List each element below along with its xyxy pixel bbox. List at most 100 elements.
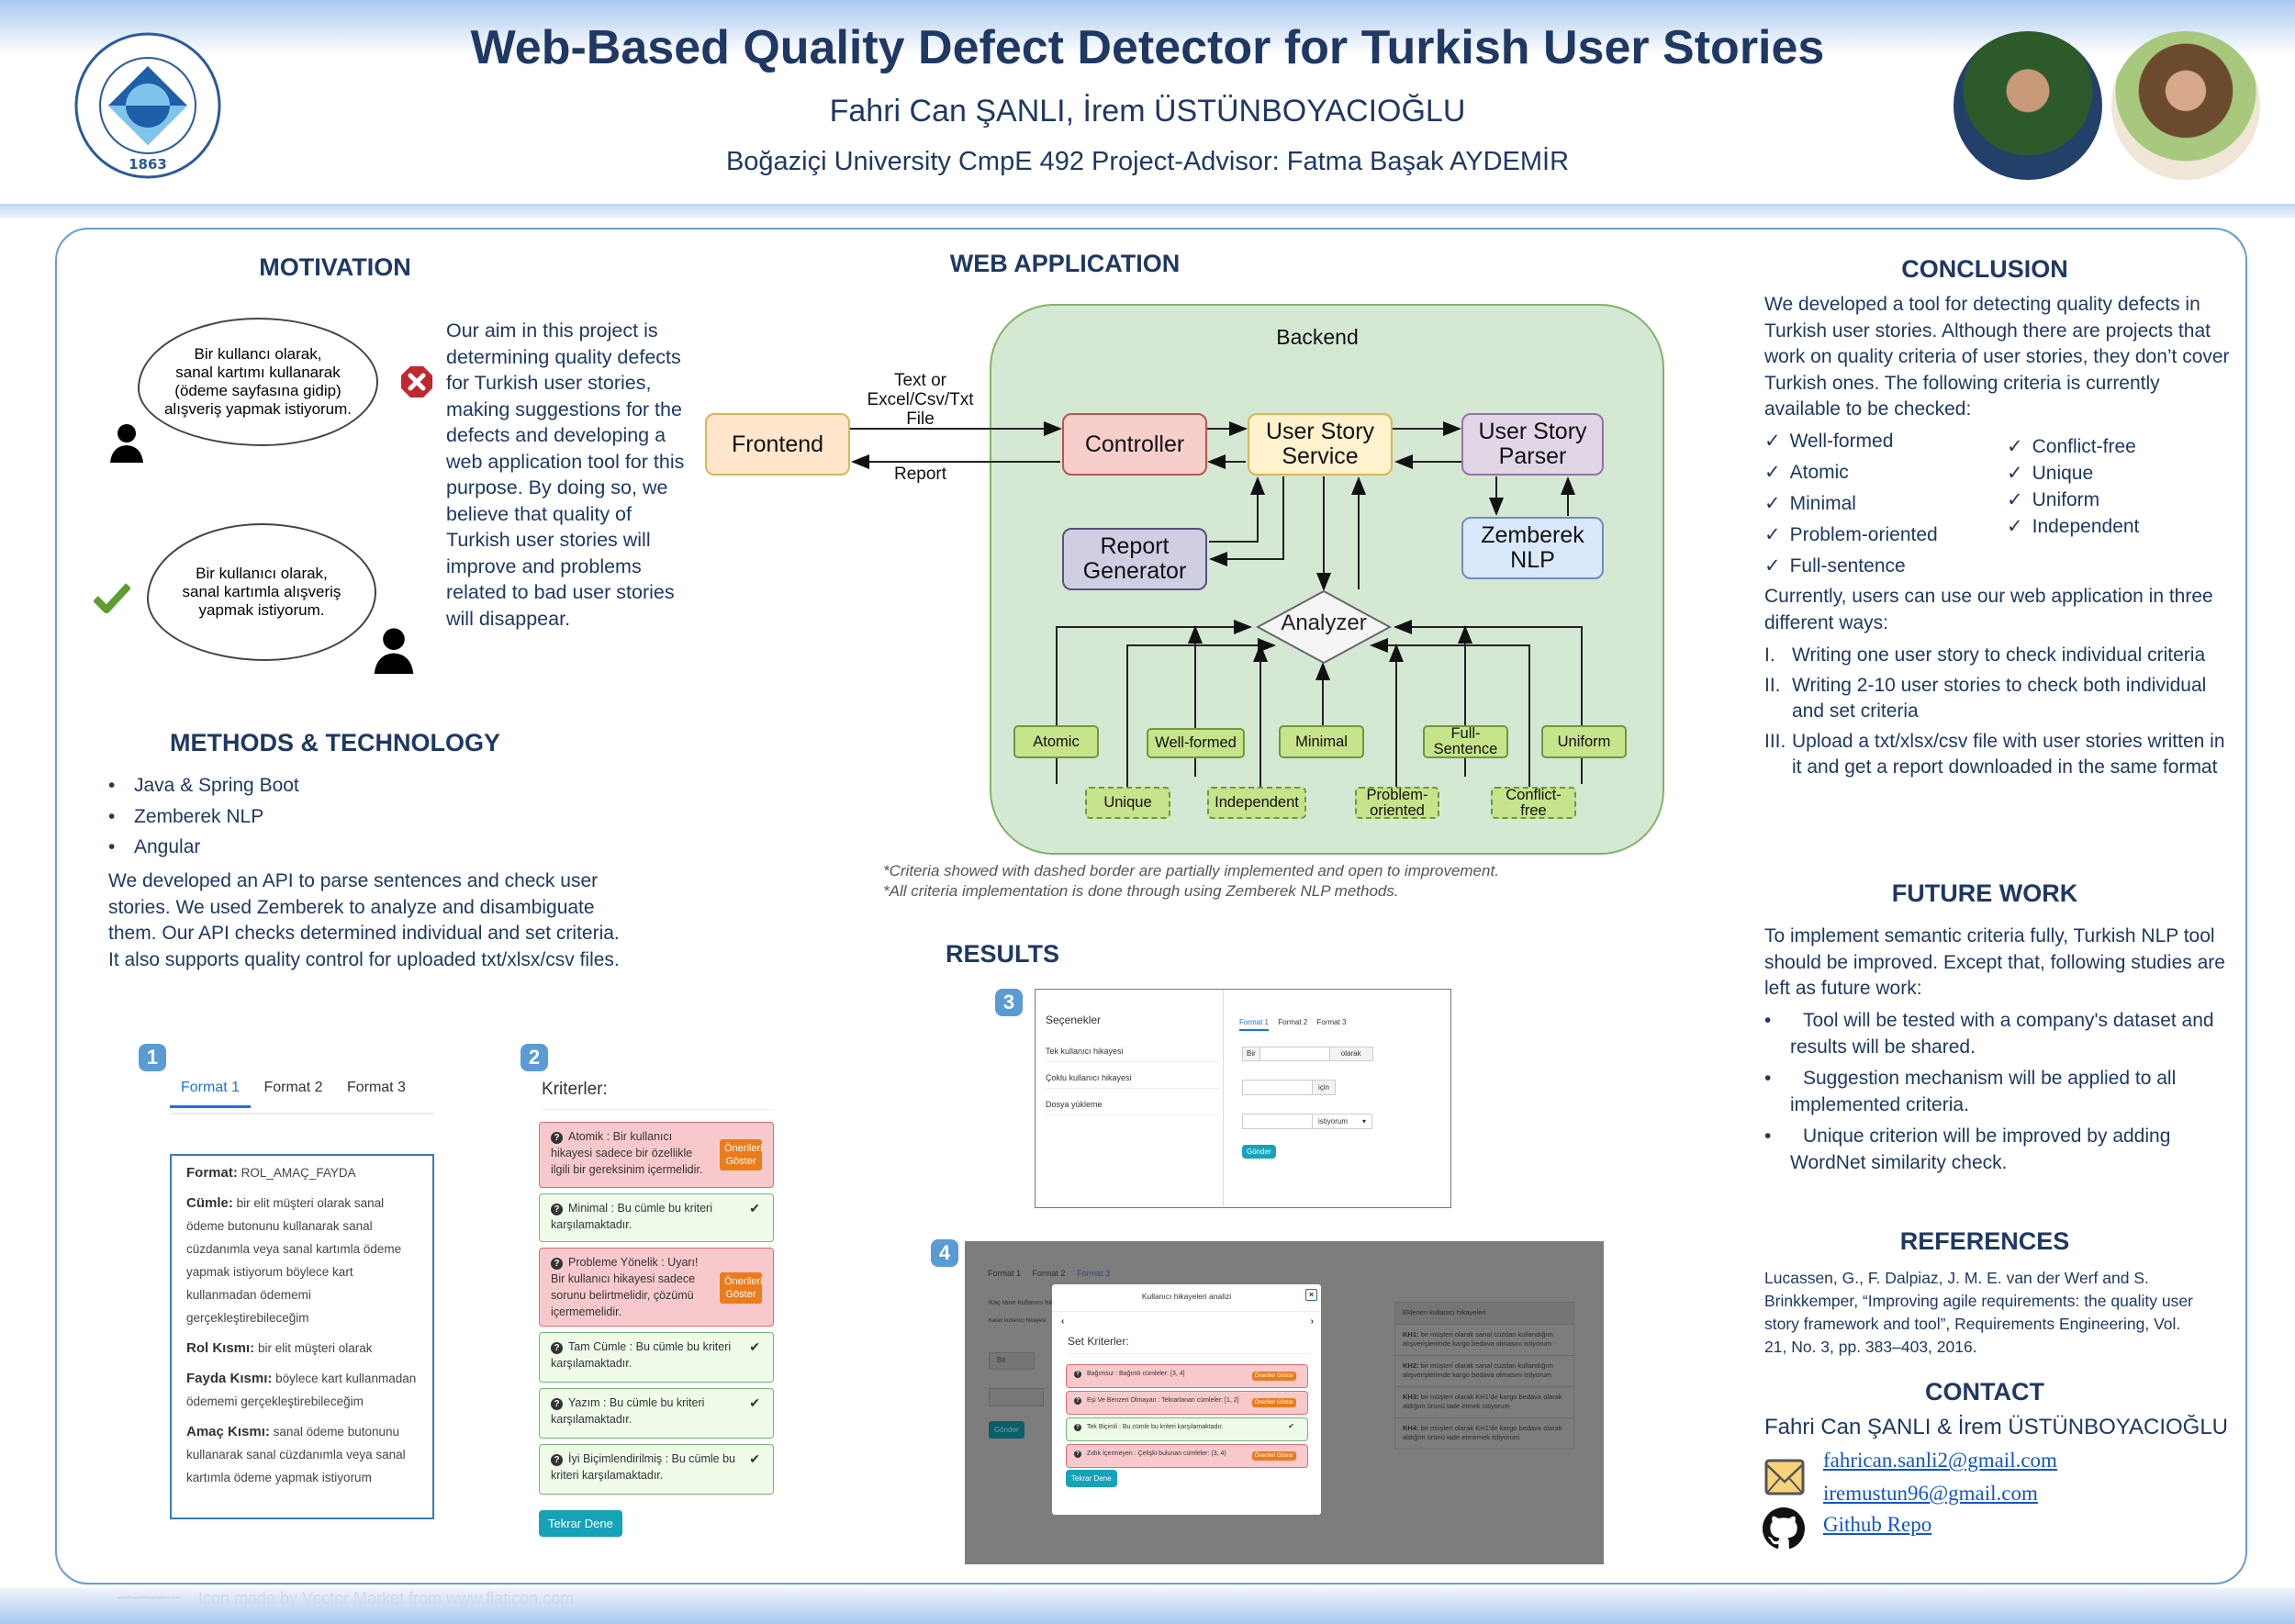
bad-story-cloud: Bir kullancı olarak, sanal kartımı kulla… bbox=[138, 318, 378, 446]
bg-submit-button: Gönder bbox=[989, 1421, 1024, 1439]
show-suggestions-button[interactable]: Önerileri Göster bbox=[1251, 1372, 1296, 1381]
tab-format-1[interactable]: Format 1 bbox=[988, 1269, 1022, 1278]
help-icon[interactable]: ? bbox=[1074, 1450, 1081, 1458]
criteria-label: Atomic bbox=[1789, 462, 1849, 483]
way-number: I. bbox=[1764, 644, 1775, 666]
set-criterion-unique: ?Eşi Ve Benzeri Olmayan : Tekrarlanan cü… bbox=[1066, 1391, 1308, 1415]
field-value: bir elit müşteri olarak bbox=[257, 1341, 373, 1355]
select-value: istiyorum bbox=[1318, 1117, 1349, 1126]
tab-format-2[interactable]: Format 2 bbox=[263, 1080, 323, 1095]
person-icon bbox=[372, 626, 416, 678]
show-suggestions-button[interactable]: Önerileri Göster bbox=[720, 1139, 763, 1170]
tab-format-2[interactable]: Format 2 bbox=[1278, 1018, 1308, 1026]
benefit-input[interactable] bbox=[1243, 1114, 1313, 1128]
bottom-band bbox=[0, 1588, 2295, 1624]
field-value: sanal ödeme butonunu kullanarak sanal cü… bbox=[186, 1425, 406, 1484]
role-input[interactable] bbox=[1260, 1047, 1330, 1060]
poster-affiliation: Boğaziçi University CmpE 492 Project-Adv… bbox=[725, 147, 1570, 176]
checkmark-icon: ✔ bbox=[749, 1395, 760, 1410]
edge-report-label: Report bbox=[893, 465, 947, 484]
mail-icon bbox=[1764, 1458, 1805, 1496]
tab-format-1[interactable]: Format 1 bbox=[170, 1080, 252, 1108]
bg-remaining-label: Kalan kullanıcı hikayesi bbox=[989, 1318, 1047, 1324]
way-item: I.Writing one user story to check indivi… bbox=[1764, 643, 2237, 669]
top-band bbox=[0, 0, 2295, 55]
email-link-2[interactable]: iremustun96@gmail.com bbox=[1823, 1482, 2038, 1505]
criterion-node-minimal: Minimal bbox=[1279, 725, 1364, 758]
submit-button[interactable]: Gönder bbox=[1242, 1145, 1276, 1159]
github-repo-link[interactable]: Github Repo bbox=[1823, 1513, 1932, 1536]
methods-item: •Java & Spring Boot bbox=[108, 775, 299, 796]
retry-button[interactable]: Tekrar Dene bbox=[539, 1510, 622, 1537]
help-icon[interactable]: ? bbox=[551, 1258, 563, 1270]
story-text: bir müşteri olarak sanal cüzdan kullandı… bbox=[1403, 1329, 1553, 1349]
option-file-upload[interactable]: Dosya yükleme bbox=[1046, 1100, 1220, 1115]
tab-format-1[interactable]: Format 1 bbox=[1239, 1018, 1270, 1031]
field-label: Rol Kısmı: bbox=[186, 1340, 255, 1356]
prev-arrow-icon[interactable]: ‹ bbox=[1061, 1316, 1065, 1327]
help-icon[interactable]: ? bbox=[1074, 1424, 1081, 1431]
story-id: KH1: bbox=[1403, 1329, 1419, 1338]
modal-title: Kullanıcı hikayeleri analizi bbox=[1052, 1284, 1321, 1312]
checkmark-icon: ✔ bbox=[749, 1451, 760, 1466]
node-user-story-service: User Story Service bbox=[1248, 413, 1393, 476]
help-icon[interactable]: ? bbox=[551, 1132, 563, 1144]
tab-format-3[interactable]: Format 3 bbox=[346, 1080, 406, 1095]
checkmark-icon: ✓ bbox=[1764, 462, 1781, 483]
show-suggestions-button[interactable]: Önerileri Göster bbox=[1251, 1451, 1296, 1461]
node-user-story-parser: User Story Parser bbox=[1461, 413, 1604, 476]
bg-prefix: Bir bbox=[989, 1352, 1035, 1370]
help-icon[interactable]: ? bbox=[551, 1454, 563, 1466]
goal-input[interactable] bbox=[1243, 1081, 1313, 1094]
diagram-edges bbox=[849, 421, 1583, 795]
help-icon[interactable]: ? bbox=[551, 1342, 563, 1354]
error-icon bbox=[400, 365, 433, 398]
criteria-label: Independent bbox=[2032, 516, 2140, 537]
field-label: Fayda Kısmı: bbox=[186, 1371, 273, 1386]
criteria-heading: Kriterler: bbox=[542, 1080, 773, 1110]
next-arrow-icon[interactable]: › bbox=[1310, 1316, 1314, 1327]
criterion-well-formed: ?İyi Biçimlendirilmiş : Bu cümle bu krit… bbox=[539, 1444, 774, 1495]
chevron-down-icon: ▾ bbox=[1361, 1117, 1366, 1126]
good-story-line: yapmak istiyorum. bbox=[198, 601, 325, 619]
help-icon[interactable]: ? bbox=[1074, 1371, 1081, 1378]
methods-item-label: Java & Spring Boot bbox=[134, 775, 299, 796]
close-icon[interactable]: × bbox=[1305, 1289, 1317, 1301]
conclusion-intro: We developed a tool for detecting qualit… bbox=[1764, 294, 2230, 420]
app-screenshot-options: Seçenekler Tek kullanıcı hikayesi Çoklu … bbox=[1035, 989, 1451, 1208]
criterion-problem-oriented: ?Probleme Yönelik : Uyarı! Bir kullanıcı… bbox=[539, 1248, 774, 1327]
tab-format-2[interactable]: Format 2 bbox=[1032, 1269, 1066, 1278]
backend-label: Backend bbox=[1276, 325, 1359, 349]
email-link-1[interactable]: fahrican.sanli2@gmail.com bbox=[1823, 1449, 2057, 1472]
criterion-text: Atomik : Bir kullanıcı hikayesi sadece b… bbox=[551, 1130, 703, 1176]
bad-story-line: alışveriş yapmak istiyorum. bbox=[163, 400, 353, 418]
tab-format-3[interactable]: Format 3 bbox=[1316, 1018, 1347, 1026]
story-text: bir müşteri olarak KH1'de kargo bedava o… bbox=[1403, 1392, 1562, 1411]
good-story-line: sanal kartımla alışveriş bbox=[182, 583, 341, 600]
help-icon[interactable]: ? bbox=[551, 1204, 563, 1215]
show-suggestions-button[interactable]: Önerileri Göster bbox=[1251, 1398, 1296, 1407]
logo-year: 1863 bbox=[129, 156, 167, 173]
tab-format-3[interactable]: Format 3 bbox=[1077, 1269, 1111, 1278]
role-input-group: Bir olarak bbox=[1242, 1047, 1373, 1061]
edge-input-label: Text or Excel/Csv/Txt File bbox=[867, 371, 974, 429]
criteria-checklist-1: ✓Well-formed ✓Atomic ✓Minimal ✓Problem-o… bbox=[1764, 426, 2003, 582]
show-suggestions-button[interactable]: Önerileri Göster bbox=[720, 1272, 763, 1304]
help-icon[interactable]: ? bbox=[1074, 1397, 1081, 1405]
criterion-node-well-formed: Well-formed bbox=[1147, 728, 1245, 758]
option-multiple-stories[interactable]: Çoklu kullanıcı hikayesi bbox=[1046, 1073, 1220, 1089]
option-single-story[interactable]: Tek kullanıcı hikayesi bbox=[1046, 1047, 1220, 1062]
methods-item: •Angular bbox=[108, 836, 201, 857]
content-frame bbox=[55, 228, 2247, 1585]
way-item: II.Writing 2-10 user stories to check bo… bbox=[1764, 673, 2237, 725]
criterion-node-unique: Unique bbox=[1085, 787, 1170, 819]
checkmark-icon: ✓ bbox=[2007, 436, 2023, 457]
checkmark-icon: ✔ bbox=[749, 1339, 760, 1354]
retry-button[interactable]: Tekrar Dene bbox=[1066, 1470, 1117, 1487]
conclusion-heading: CONCLUSION bbox=[1901, 255, 2068, 283]
checkmark-icon: ✓ bbox=[1764, 493, 1781, 514]
webapp-heading: WEB APPLICATION bbox=[949, 250, 1181, 277]
verb-select[interactable]: istiyorum ▾ bbox=[1313, 1114, 1371, 1128]
help-icon[interactable]: ? bbox=[551, 1398, 563, 1410]
bad-story-line: (ödeme sayfasına gidip) bbox=[174, 382, 341, 399]
